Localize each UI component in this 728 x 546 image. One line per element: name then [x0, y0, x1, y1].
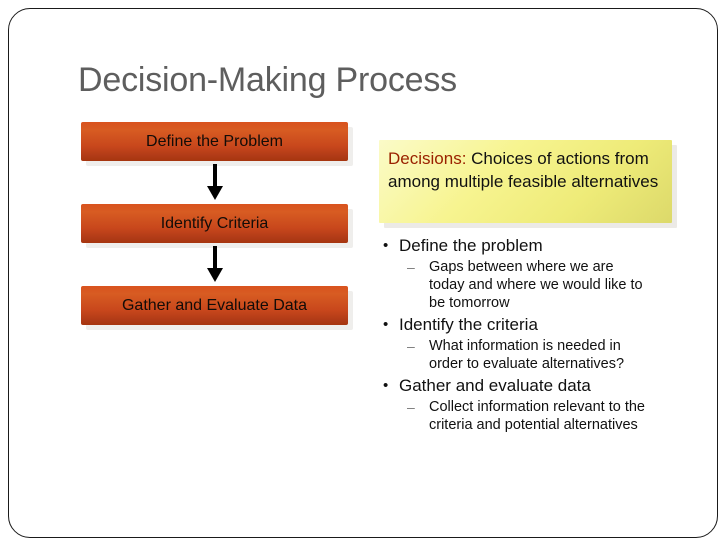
arrow-down-icon [206, 164, 224, 201]
bullet-item-gather-and-evaluate-data: • Gather and evaluate data [381, 374, 691, 397]
sub-bullet-text: Gaps between where we are today and wher… [429, 259, 643, 311]
sub-bullet-item: – Collect information relevant to the cr… [381, 398, 691, 434]
sub-bullet-item: – Gaps between where we are today and wh… [381, 258, 691, 312]
decision-process-flowchart: Define the Problem Identify Criteria [81, 122, 356, 330]
flow-step-identify-criteria[interactable]: Identify Criteria [81, 204, 353, 248]
flow-step-box[interactable]: Gather and Evaluate Data [81, 286, 348, 325]
page-title: Decision-Making Process [78, 61, 457, 99]
definition-body: Choices of actions from among multiple f… [388, 149, 659, 191]
arrow-head [206, 268, 223, 282]
bullet-marker-icon: • [383, 377, 389, 394]
bullet-text: Gather and evaluate data [399, 376, 591, 395]
flow-step-box[interactable]: Define the Problem [81, 122, 348, 161]
bullet-marker-icon: • [383, 316, 389, 333]
arrow-down-icon [206, 246, 224, 283]
dash-marker-icon: – [407, 399, 415, 415]
flow-step-box[interactable]: Identify Criteria [81, 204, 348, 243]
arrow-stem [212, 164, 217, 188]
flow-connector-2 [81, 243, 348, 286]
sub-bullet-text: Collect information relevant to the crit… [429, 399, 645, 433]
definition-callout-box: Decisions: Choices of actions from among… [379, 140, 672, 223]
definition-callout-text: Decisions: Choices of actions from among… [388, 147, 662, 193]
bullet-marker-icon: • [383, 237, 389, 254]
definition-term: Decisions: [388, 149, 467, 168]
sub-bullet-text: What information is needed in order to e… [429, 338, 625, 372]
arrow-stem [212, 246, 217, 270]
sub-bullet-item: – What information is needed in order to… [381, 337, 691, 373]
flow-step-label: Identify Criteria [160, 214, 269, 232]
flow-step-define-the-problem[interactable]: Define the Problem [81, 122, 353, 166]
bullet-item-identify-the-criteria: • Identify the criteria [381, 313, 691, 336]
flow-step-gather-and-evaluate-data[interactable]: Gather and Evaluate Data [81, 286, 353, 330]
definition-callout: Decisions: Choices of actions from among… [379, 140, 678, 228]
bullet-item-define-the-problem: • Define the problem [381, 234, 691, 257]
flow-step-label: Gather and Evaluate Data [121, 296, 307, 314]
flow-connector-1 [81, 161, 348, 204]
bullet-text: Define the problem [399, 236, 543, 255]
bullet-text: Identify the criteria [399, 315, 538, 334]
dash-marker-icon: – [407, 338, 415, 354]
dash-marker-icon: – [407, 259, 415, 275]
bullet-list: • Define the problem – Gaps between wher… [381, 234, 691, 435]
flow-step-label: Define the Problem [146, 132, 283, 150]
arrow-head [206, 186, 223, 200]
